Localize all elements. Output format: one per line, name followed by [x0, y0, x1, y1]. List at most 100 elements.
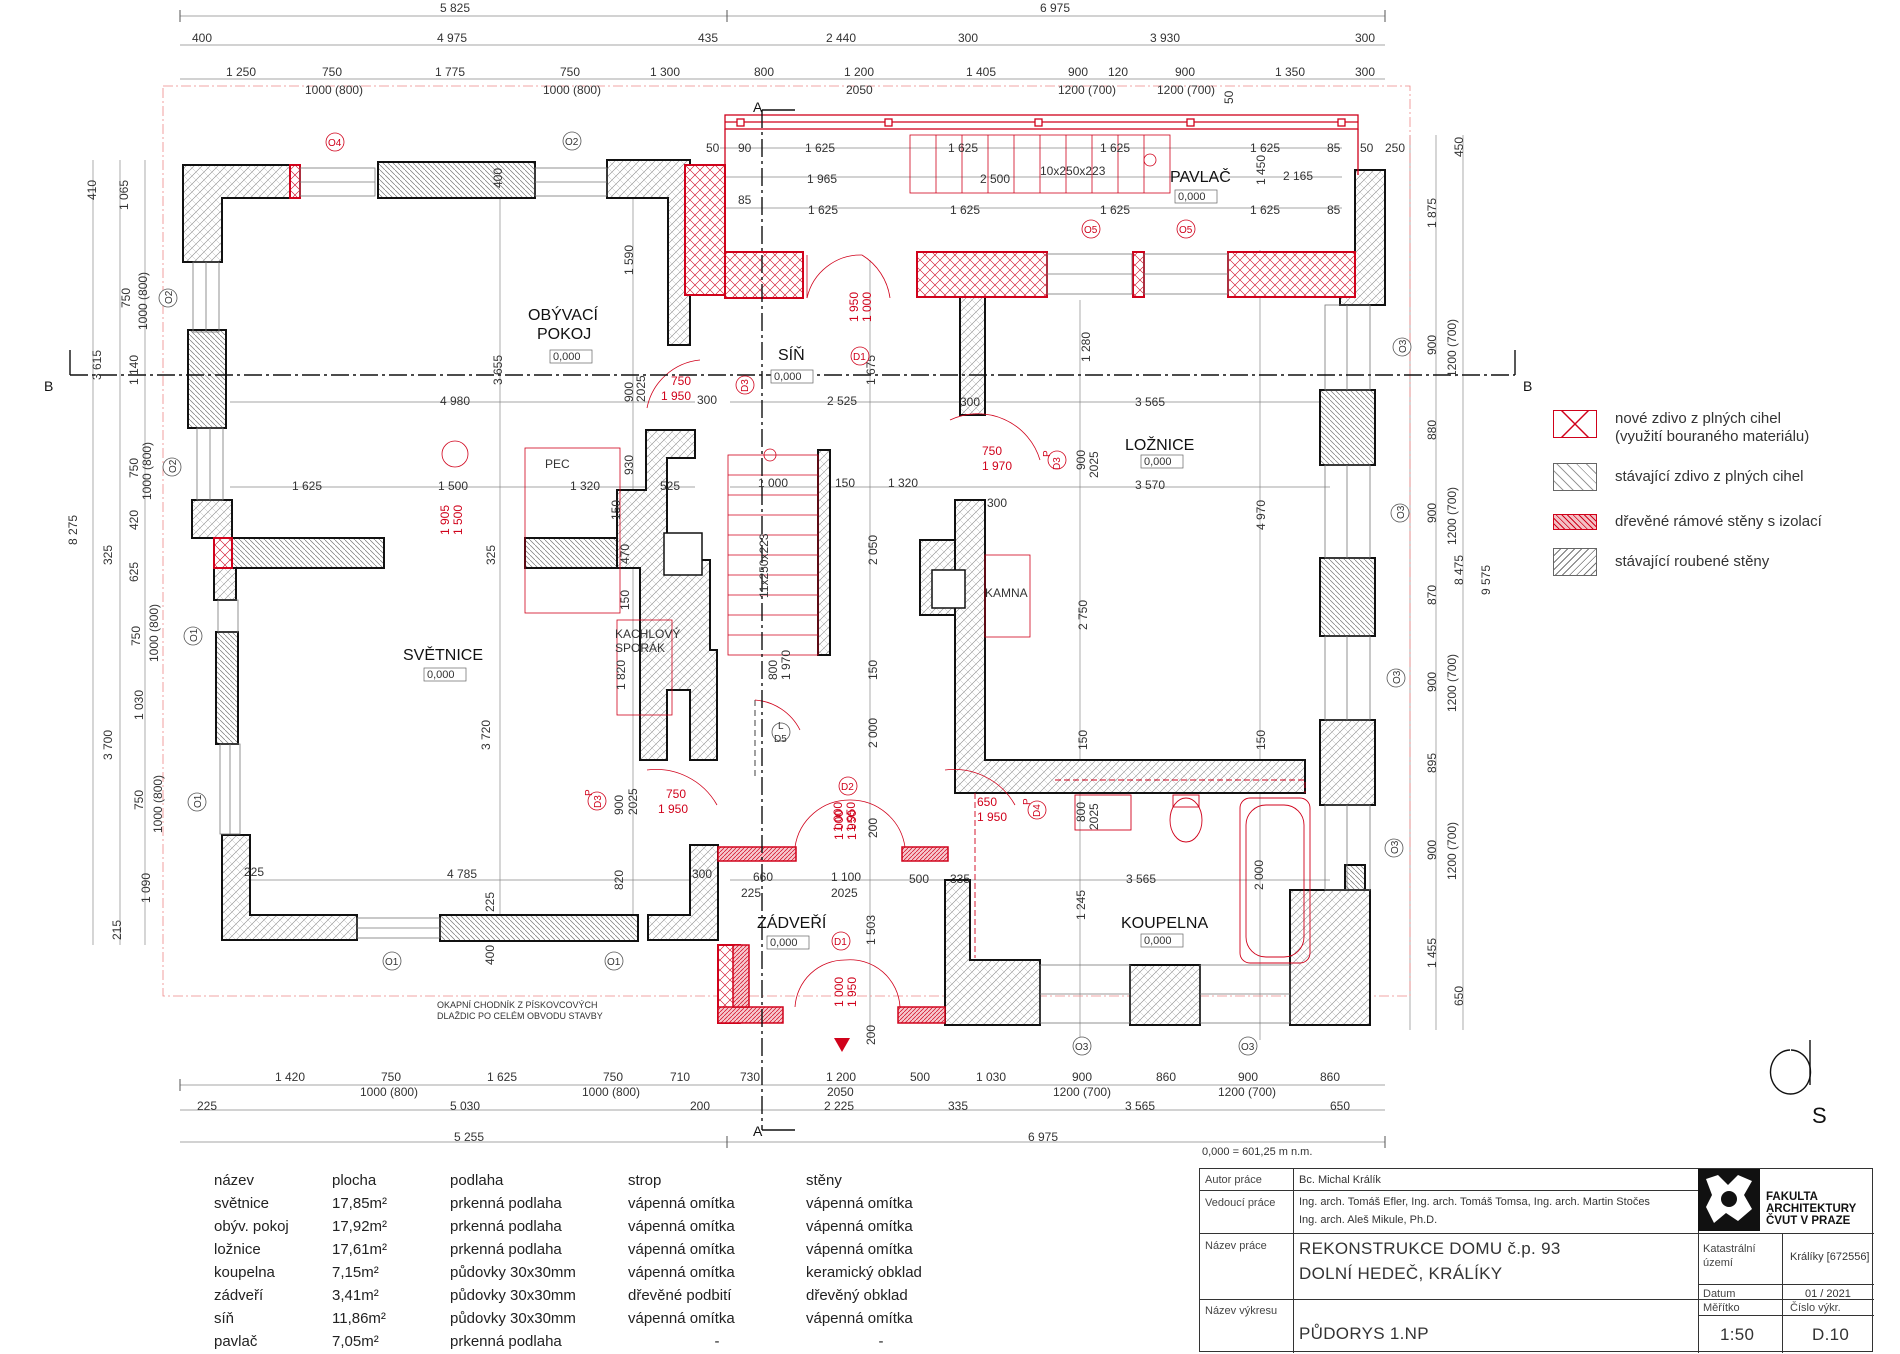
legend-text-wood-walls: dřevěné rámové stěny s izolací: [1615, 513, 1822, 530]
tb-cislo-label: Číslo výkr.: [1790, 1302, 1841, 1314]
dim-bot1-1: 750: [381, 1070, 401, 1084]
dim-sin-2: 1 000: [758, 476, 788, 490]
dim-left-sub-2: 1000 (800): [147, 604, 161, 662]
table-row: ložnice 17,61m² prkenná podlaha vápenná …: [214, 1239, 956, 1262]
dim-top2-6: 300: [1355, 31, 1375, 45]
dim-red-1: 1 950: [661, 389, 691, 403]
dim-bot2-1: 5 030: [450, 1099, 480, 1113]
dim-sin-6: 1 320: [888, 476, 918, 490]
dim-right-1: 1 875: [1425, 198, 1439, 228]
tag-d1-a: D1: [853, 352, 866, 363]
dim-loz-6: 300: [987, 496, 1007, 510]
dim-red-5: 1 950: [658, 802, 688, 816]
tag-o3-a: O3: [1398, 339, 1409, 353]
legend-item-existing-brick: stávající zdivo z plných cihel: [1553, 463, 1883, 491]
table-row: koupelna 7,15m² půdovky 30x30mm vápenná …: [214, 1262, 956, 1285]
tb-katastralni-label-1: Katastrální: [1703, 1243, 1756, 1255]
label-chodnik-1: OKAPNÍ CHODNÍK Z PÍSKOVCOVÝCH: [437, 1000, 598, 1010]
schedule-cell: keramický obklad: [806, 1264, 922, 1281]
schedule-cell: vápenná omítka: [628, 1310, 735, 1327]
dim-sin-12: 2 000: [866, 718, 880, 748]
dimension-lines: [92, 15, 1464, 1143]
dim-top3-sub-0: 1000 (800): [305, 83, 363, 97]
dim-obyv-10: 525: [660, 479, 680, 493]
dim-right-sub-1: 1200 (700): [1445, 487, 1459, 545]
schedule-header-nazev: název: [214, 1172, 255, 1189]
school-name: FAKULTA ARCHITEKTURY ČVUT V PRAZE: [1766, 1191, 1856, 1227]
dim-svet-11: 1 100: [831, 870, 861, 884]
dim-obyv-1: 400: [491, 168, 505, 188]
tag-o1-a: O1: [189, 628, 200, 642]
walls-wood: [717, 846, 949, 1024]
dim-pav3-3: 1 625: [1250, 203, 1280, 217]
dim-left2-3: 750: [127, 458, 141, 478]
dim-top3-sub-2: 2050: [846, 83, 873, 97]
dim-loz-1: 3 565: [1135, 395, 1165, 409]
interior-dimension-texts-left: 1 590 400 3 655 4 980 900 2025 300 1 625…: [244, 168, 1266, 1045]
dim-bot1-0: 1 420: [275, 1070, 305, 1084]
dim-bot1-sub-3: 1200 (700): [1053, 1085, 1111, 1099]
dim-left-sub-3: 1000 (800): [151, 775, 165, 833]
table-row: zádveří 3,41m² půdovky 30x30mm dřevěné p…: [214, 1285, 956, 1308]
dim-red-4: 750: [666, 787, 686, 801]
dim-sin-11: 150: [866, 660, 880, 680]
schedule-cell: -: [878, 1333, 884, 1350]
schedule-header-plocha: plocha: [332, 1172, 377, 1189]
dim-top3-4: 1 300: [650, 65, 680, 79]
dim-obyv-16: 1 500: [451, 505, 465, 535]
dim-pav1-1: 90: [738, 141, 752, 155]
schedule-cell: vápenná omítka: [628, 1195, 735, 1212]
dim-top3-sub-3: 1200 (700): [1058, 83, 1116, 97]
dim-obyv-2: 3 655: [491, 355, 505, 385]
tb-nazev-vykresu: PŮDORYS 1.NP: [1299, 1324, 1429, 1343]
dim-loz-8: 2 750: [1076, 600, 1090, 630]
dim-obyv-5: 2025: [634, 375, 648, 402]
dim-top2-0: 400: [192, 31, 212, 45]
schedule-cell: prkenná podlaha: [450, 1241, 562, 1258]
dim-svet-19: 800: [1074, 802, 1088, 822]
dim-pav1-2: 1 625: [805, 141, 835, 155]
room-koupelna-level: 0,000: [1144, 935, 1172, 947]
schedule-cell: koupelna: [214, 1264, 275, 1281]
tb-vedouci-1: Ing. arch. Tomáš Efler, Ing. arch. Tomáš…: [1299, 1196, 1650, 1208]
legend-text-new-brick: nové zdivo z plných cihel (využití boura…: [1615, 410, 1809, 446]
schedule-cell: vápenná omítka: [628, 1264, 735, 1281]
door-dimension-texts: 750 1 950 750 1 970 750 1 950 650 1 950 …: [658, 374, 1012, 1007]
dim-top3-11: 1 350: [1275, 65, 1305, 79]
tb-vedouci-2: Ing. arch. Aleš Mikule, Ph.D.: [1299, 1214, 1438, 1226]
dim-loz-3: 900: [1074, 450, 1088, 470]
dim-red-8: 1 000: [832, 810, 846, 840]
tb-cislo: D.10: [1812, 1325, 1850, 1344]
schedule-cell: vápenná omítka: [806, 1195, 913, 1212]
schedule-header-strop: strop: [628, 1172, 662, 1189]
dim-top2-3: 2 440: [826, 31, 856, 45]
schedule-header-steny: stěny: [806, 1172, 842, 1189]
dim-red-9: 1 950: [845, 810, 859, 840]
schedule-cell: vápenná omítka: [628, 1218, 735, 1235]
dim-top3-0: 1 250: [226, 65, 256, 79]
dim-svet-5: 225: [244, 865, 264, 879]
dim-red-6: 650: [977, 795, 997, 809]
schedule-cell: 7,15m²: [332, 1264, 379, 1281]
dim-left2-2: 1 140: [127, 355, 141, 385]
section-b-right-label: B: [1523, 378, 1532, 394]
dim-right-sub-0: 1200 (700): [1445, 319, 1459, 377]
tag-o3-b: O3: [1396, 505, 1407, 519]
schedule-cell: vápenná omítka: [628, 1241, 735, 1258]
tag-o1-b: O1: [193, 794, 204, 808]
element-tags: O4 O5 O5 D1 D2 D1 D3 D3 D3 D4 P P P O2 O…: [158, 131, 1412, 1056]
legend-item-wood-walls: dřevěné rámové stěny s izolací: [1553, 508, 1883, 531]
label-chodnik-2: DLAŽDIC PO CELÉM OBVODU STAVBY: [437, 1011, 603, 1021]
dim-right-10: 650: [1452, 986, 1466, 1006]
dim-left2-1: 750: [119, 288, 133, 308]
dim-svet-22: 200: [864, 1025, 878, 1045]
dim-top-overall-right: 6 975: [1040, 1, 1070, 15]
dim-top3-5: 800: [754, 65, 774, 79]
room-pavlac-level: 0,000: [1178, 191, 1206, 203]
dim-top3-10: 900: [1175, 65, 1195, 79]
dim-svet-13: 2025: [831, 886, 858, 900]
label-kachlovy-1: KACHLOVÝ: [615, 626, 680, 641]
dim-pav1-3: 1 625: [948, 141, 978, 155]
school-name-3: ČVUT V PRAZE: [1766, 1215, 1851, 1227]
